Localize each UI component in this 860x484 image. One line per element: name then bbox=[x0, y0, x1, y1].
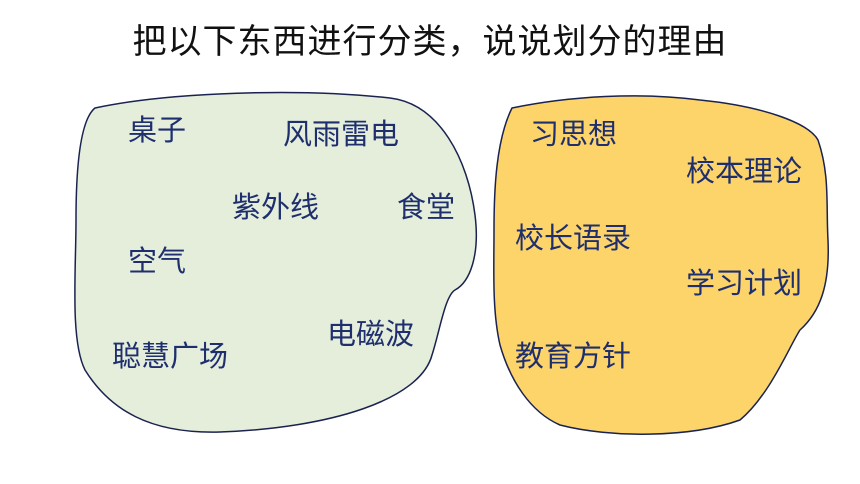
left-item-air: 空气 bbox=[128, 244, 187, 278]
left-item-desk: 桌子 bbox=[128, 113, 187, 147]
left-item-em-wave: 电磁波 bbox=[327, 317, 415, 351]
right-item-principal-quotes: 校长语录 bbox=[515, 221, 632, 255]
page-title: 把以下东西进行分类，说说划分的理由 bbox=[132, 22, 728, 62]
left-blob bbox=[74, 91, 478, 433]
right-item-xi-thought: 习思想 bbox=[530, 117, 618, 151]
right-item-study-plan: 学习计划 bbox=[686, 266, 803, 300]
right-item-education-policy: 教育方针 bbox=[515, 339, 632, 373]
left-item-canteen: 食堂 bbox=[397, 190, 456, 224]
left-item-weather: 风雨雷电 bbox=[283, 117, 400, 151]
left-item-square: 聪慧广场 bbox=[112, 339, 229, 373]
right-item-school-theory: 校本理论 bbox=[686, 154, 803, 188]
left-item-uv: 紫外线 bbox=[232, 190, 320, 224]
right-blob bbox=[493, 95, 829, 435]
